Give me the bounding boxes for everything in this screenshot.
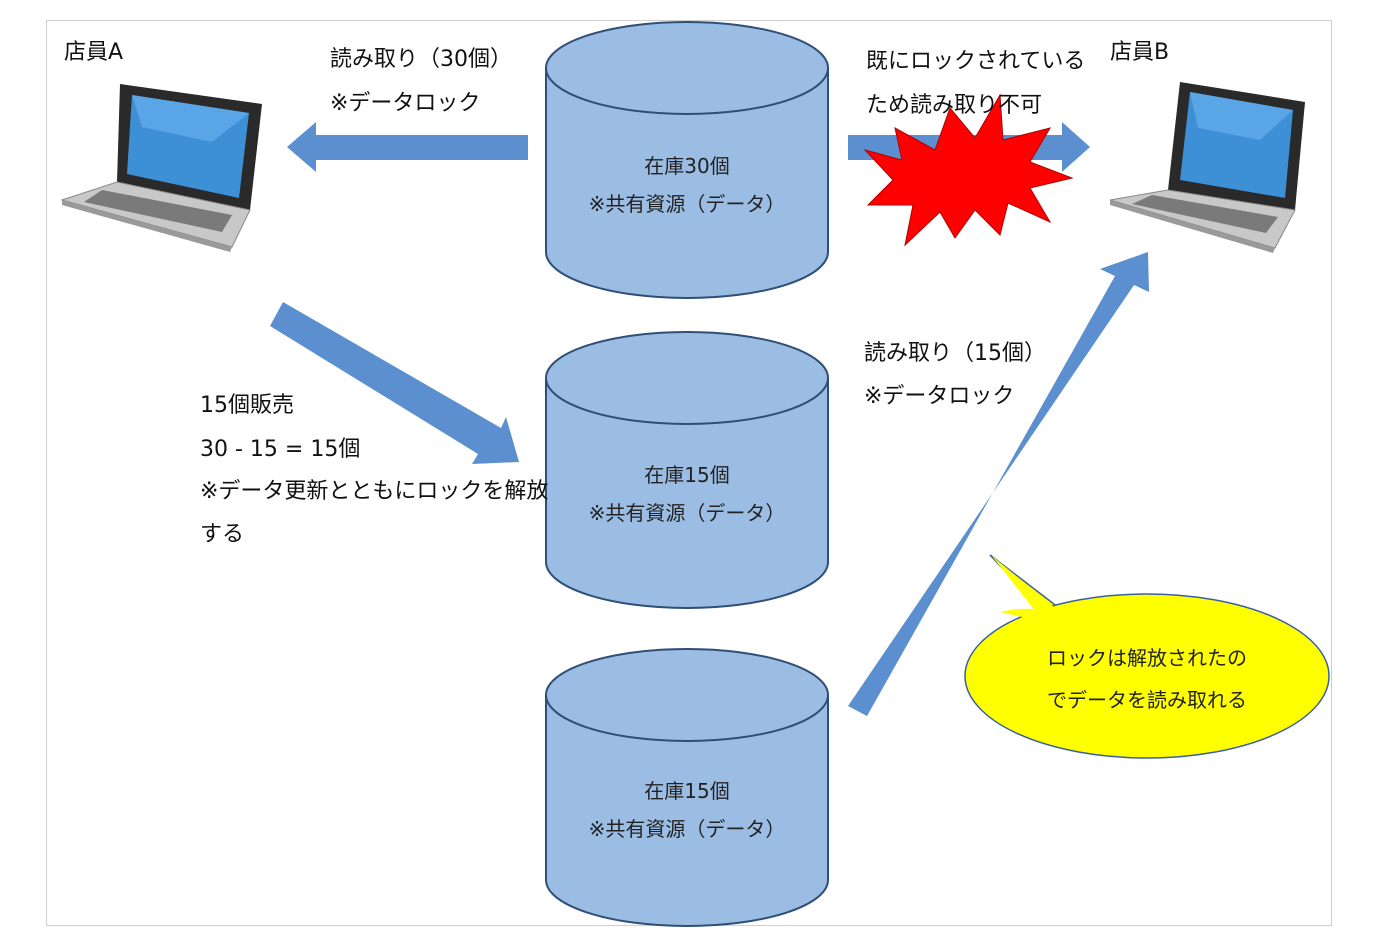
db3-stock-label: 在庫15個: [644, 779, 730, 803]
callout-line2: でデータを読み取れる: [1047, 688, 1247, 712]
top-read-line2: ※データロック: [330, 91, 481, 116]
speech-callout: [964, 554, 1330, 759]
arrow-read-left: [287, 122, 528, 172]
database-cylinder-1: [545, 21, 829, 299]
second-read-line2: ※データロック: [864, 384, 1015, 409]
explosion-burst-icon: [863, 93, 1074, 247]
callout-line1: ロックは解放されたの: [1047, 646, 1247, 670]
db1-stock-label: 在庫30個: [644, 154, 730, 178]
db3-resource-label: ※共有資源（データ）: [588, 817, 786, 841]
db1-resource-label: ※共有資源（データ）: [588, 192, 786, 216]
laptop-icon: [1109, 82, 1305, 253]
laptop-icon: [60, 84, 262, 252]
arrow-update-diagonal: [270, 302, 519, 464]
database-cylinder-2: [545, 331, 829, 609]
top-read-line1: 読み取り（30個）: [330, 47, 512, 72]
db2-stock-label: 在庫15個: [644, 463, 730, 487]
locked-note-line1: 既にロックされている: [866, 49, 1086, 74]
clerk-a-label: 店員A: [64, 40, 124, 65]
db2-resource-label: ※共有資源（データ）: [588, 501, 786, 525]
arrow-second-read: [848, 252, 1149, 716]
sale-note-line3: ※データ更新とともにロックを解放: [200, 479, 549, 504]
clerk-b-label: 店員B: [1110, 40, 1170, 65]
database-cylinder-3: [545, 648, 829, 927]
sale-note-line1: 15個販売: [200, 393, 294, 418]
second-read-line1: 読み取り（15個）: [864, 341, 1046, 366]
sale-note-line4: する: [200, 522, 245, 547]
sale-note-line2: 30 - 15 = 15個: [200, 437, 361, 462]
locked-note-line2: ため読み取り不可: [866, 93, 1043, 118]
